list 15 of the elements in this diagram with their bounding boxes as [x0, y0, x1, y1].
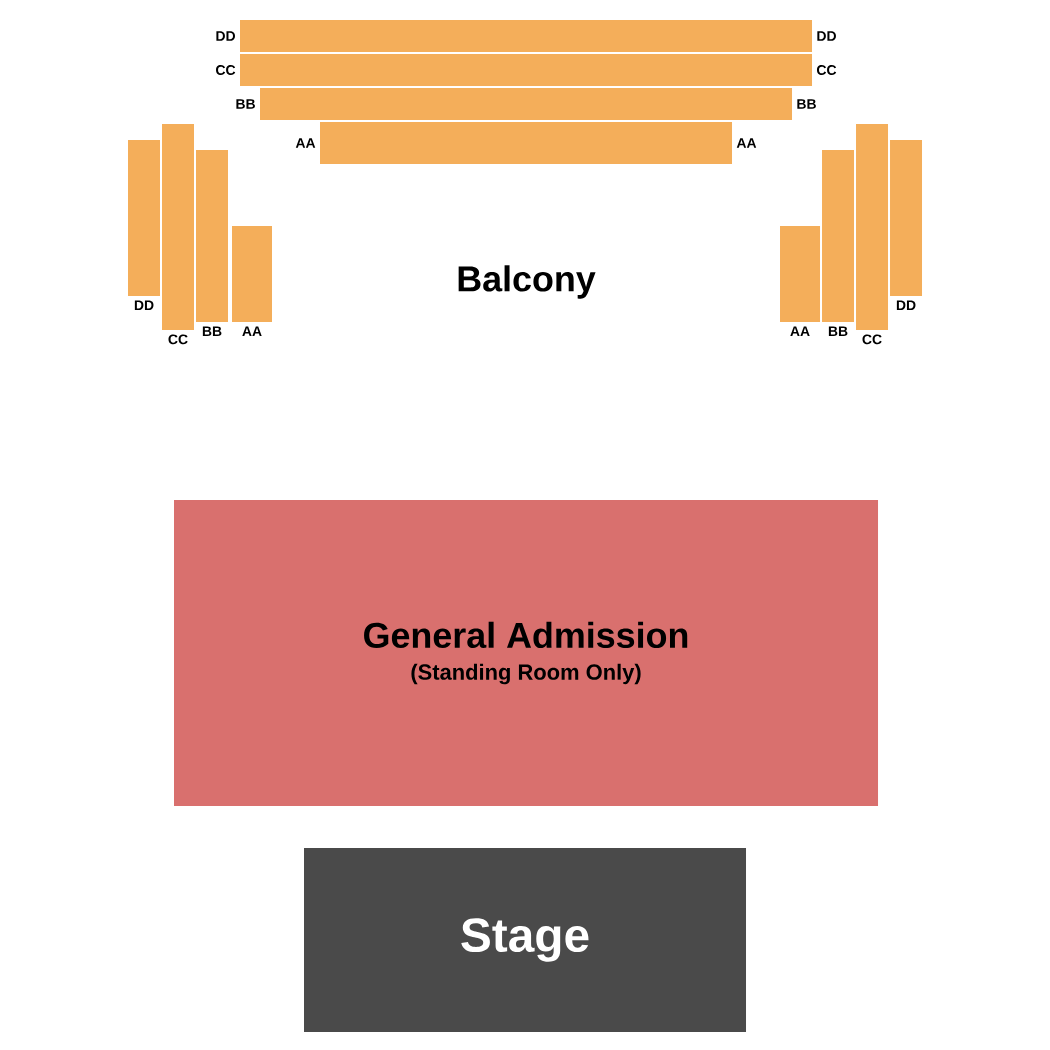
stage-block: Stage	[304, 848, 746, 1032]
seating-row	[240, 20, 812, 52]
seating-row	[128, 140, 160, 296]
seating-row	[260, 88, 792, 120]
seating-section: General Admission (Standing Room Only)	[174, 500, 878, 806]
seating-row	[890, 140, 922, 296]
seating-row	[822, 150, 854, 322]
section-label: Balcony	[458, 265, 596, 299]
seating-row	[196, 150, 228, 322]
seating-row	[162, 124, 194, 330]
seating-row	[232, 226, 272, 322]
seating-row	[240, 54, 812, 86]
seating-row	[780, 226, 820, 322]
seating-row	[320, 122, 732, 164]
seating-row	[856, 124, 888, 330]
